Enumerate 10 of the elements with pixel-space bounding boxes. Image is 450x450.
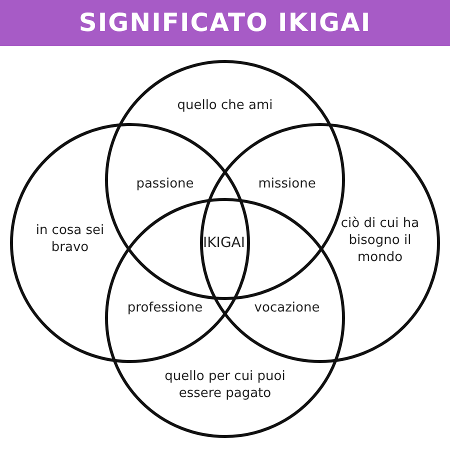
overlap-label: missione xyxy=(258,176,316,192)
overlap-label: professione xyxy=(127,300,203,316)
overlap-label: vocazione xyxy=(254,300,320,316)
overlap-label: passione xyxy=(136,176,194,192)
circle-label: ciò di cui ha bisogno il mondo xyxy=(340,215,420,266)
title-banner: SIGNIFICATO IKIGAI xyxy=(0,0,450,46)
circle-label: quello che ami xyxy=(176,97,274,114)
circle-label: in cosa sei bravo xyxy=(34,222,106,256)
overlap-label: IKIGAI xyxy=(203,235,245,251)
circle-label: quello per cui puoi essere pagato xyxy=(164,368,286,402)
